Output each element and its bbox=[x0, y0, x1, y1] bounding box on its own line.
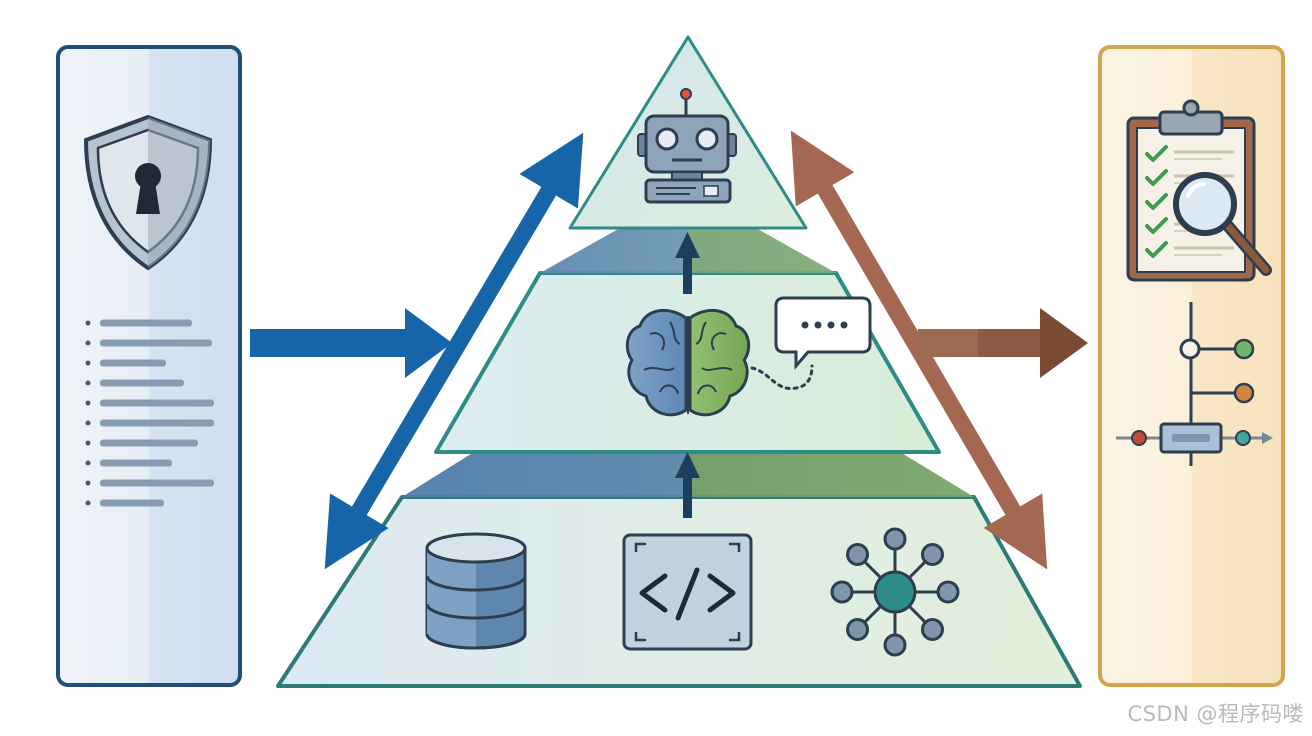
output-arrow bbox=[918, 308, 1088, 378]
network-node bbox=[883, 633, 907, 657]
watermark-text: CSDN @程序码喽 bbox=[1127, 702, 1304, 726]
magnifier-icon bbox=[1173, 172, 1272, 276]
input-arrow bbox=[250, 308, 452, 378]
robot-icon bbox=[637, 88, 737, 204]
up-arrow-lower bbox=[675, 452, 700, 518]
checklist-item bbox=[1145, 241, 1234, 258]
pyramid bbox=[276, 35, 1082, 688]
text-line bbox=[85, 379, 184, 387]
text-line bbox=[85, 399, 214, 407]
network-node bbox=[846, 617, 870, 641]
checklist-item bbox=[1145, 145, 1234, 162]
network-graph-icon bbox=[830, 527, 960, 657]
text-line bbox=[85, 419, 214, 427]
up-arrow-upper bbox=[675, 232, 700, 294]
database-icon bbox=[425, 532, 527, 650]
text-line bbox=[85, 359, 166, 367]
network-node bbox=[936, 580, 960, 604]
text-line bbox=[85, 319, 192, 327]
left-security-panel bbox=[56, 45, 242, 687]
text-line bbox=[85, 339, 212, 347]
network-node bbox=[830, 580, 854, 604]
text-line bbox=[85, 499, 164, 507]
text-line bbox=[85, 439, 198, 447]
network-hub bbox=[873, 570, 917, 614]
network-node bbox=[846, 543, 870, 567]
text-line bbox=[85, 479, 214, 487]
text-line bbox=[85, 459, 172, 467]
code-icon bbox=[622, 533, 753, 651]
text-line-list bbox=[85, 319, 214, 507]
network-node bbox=[920, 543, 944, 567]
flow-timeline-icon bbox=[1116, 302, 1273, 466]
right-audit-panel bbox=[1098, 45, 1285, 687]
network-node bbox=[920, 617, 944, 641]
blue-bidirectional-arrow bbox=[324, 132, 584, 570]
brain-icon bbox=[625, 309, 751, 417]
network-node bbox=[883, 527, 907, 551]
shield-lock-icon bbox=[83, 114, 213, 271]
